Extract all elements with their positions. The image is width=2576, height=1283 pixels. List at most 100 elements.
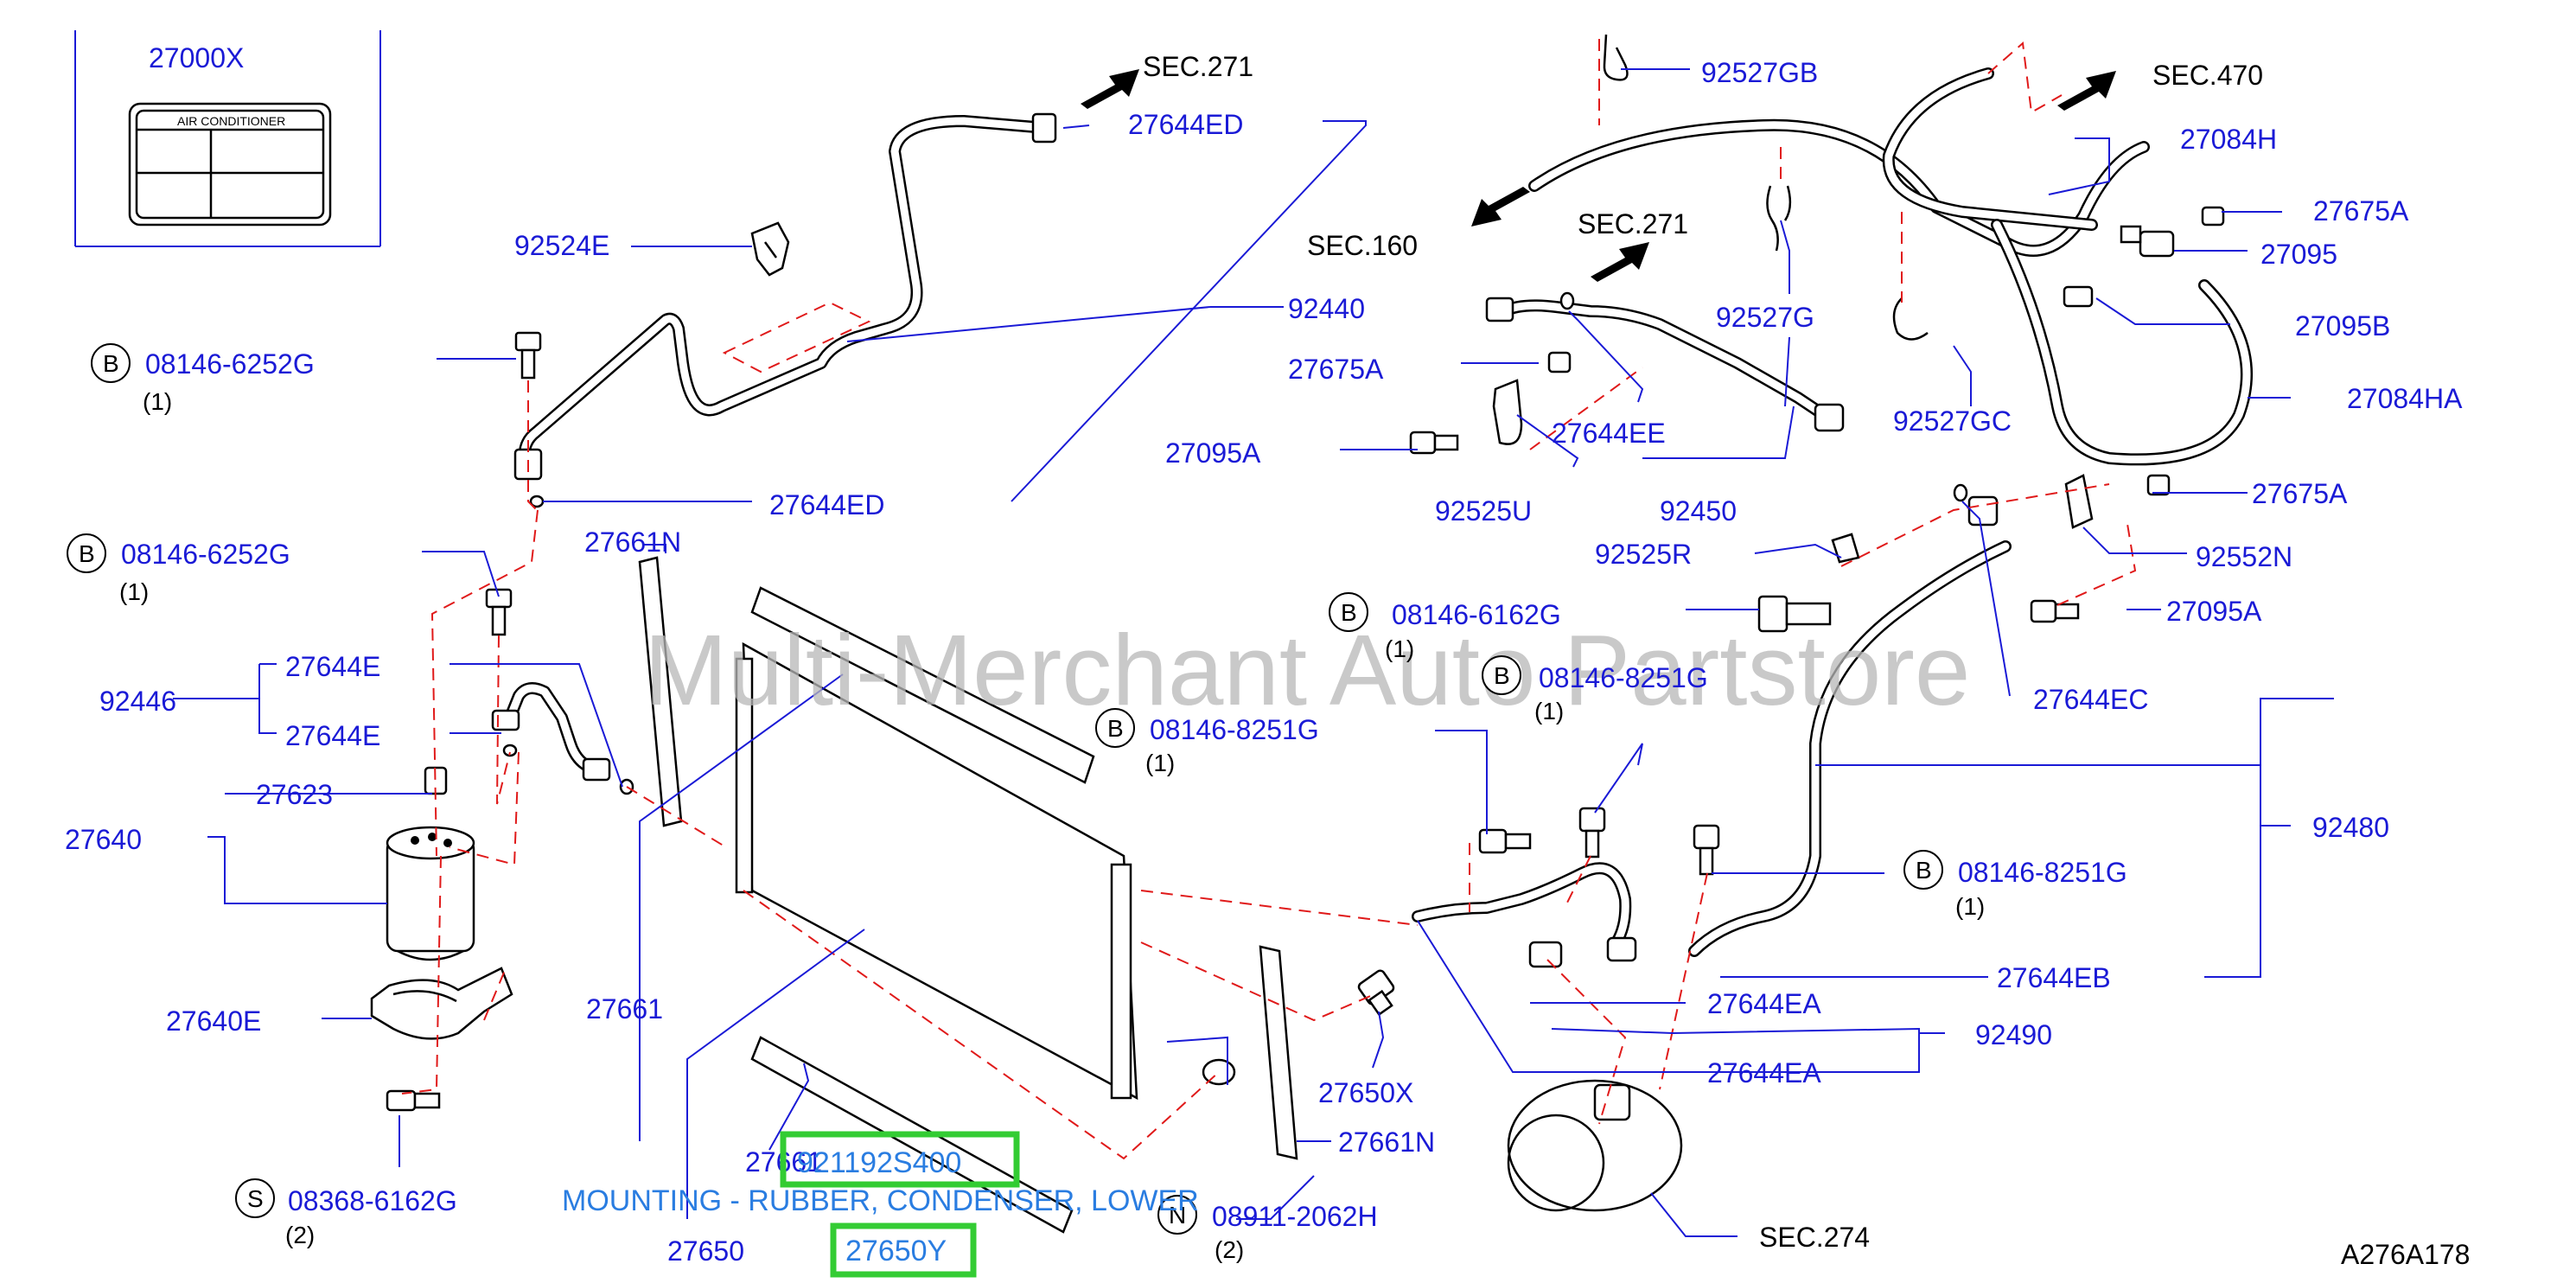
oring-27644E xyxy=(502,744,518,757)
arrow-sec160 xyxy=(1471,187,1530,227)
sec271-mid[interactable]: SEC.271 xyxy=(1578,208,1688,239)
label-27661[interactable]: 27661 xyxy=(586,993,663,1024)
highlight-box-ref xyxy=(830,1222,977,1278)
sec271-top[interactable]: SEC.271 xyxy=(1143,51,1253,82)
label-92446[interactable]: 92446 xyxy=(99,686,176,717)
label-27650X[interactable]: 27650X xyxy=(1318,1077,1413,1108)
highlight-part-no[interactable]: 921192S400 xyxy=(797,1146,961,1179)
label-27084HA[interactable]: 27084HA xyxy=(2347,383,2463,414)
label-27644EE[interactable]: 27644EE xyxy=(1552,418,1666,449)
qty-q2: (1) xyxy=(119,578,149,605)
label-27644EA-a[interactable]: 27644EA xyxy=(1707,988,1821,1019)
bolt-27095A-a xyxy=(1409,431,1459,455)
label-92527GB[interactable]: 92527GB xyxy=(1701,57,1818,88)
label-08146-6252G-a[interactable]: 08146-6252G xyxy=(145,348,315,380)
circle-n1: N xyxy=(1169,1202,1186,1229)
label-27675A-c[interactable]: 27675A xyxy=(2252,478,2348,509)
label-08146-6252G-b[interactable]: 08146-6252G xyxy=(121,539,290,570)
label-27675A-a[interactable]: 27675A xyxy=(2313,195,2409,227)
compressor xyxy=(1507,1079,1683,1212)
watermark: Multi-Merchant Auto Partstore xyxy=(644,614,1970,726)
circle-b3: B xyxy=(1341,599,1357,626)
clip-92525R xyxy=(1831,533,1860,564)
highlight-ref[interactable]: 27650Y xyxy=(845,1235,947,1267)
label-92527GC[interactable]: 92527GC xyxy=(1893,405,2012,437)
dashed-connectors xyxy=(401,39,2137,1160)
circled-letters: B B B B B B S N xyxy=(67,343,1943,1235)
label-08146-8251G-c[interactable]: 08146-8251G xyxy=(1958,857,2127,888)
label-box: 27000X AIR CONDITIONER xyxy=(74,30,381,247)
label-27095B[interactable]: 27095B xyxy=(2295,310,2390,341)
hose-27084H xyxy=(1528,67,2150,257)
qty-q3: (1) xyxy=(1385,635,1414,662)
label-08368-6162G[interactable]: 08368-6162G xyxy=(288,1185,457,1216)
highlight-box-part-no xyxy=(780,1131,1020,1188)
sec470[interactable]: SEC.470 xyxy=(2152,60,2263,91)
label-92525R[interactable]: 92525R xyxy=(1595,539,1692,570)
qty-q4: (1) xyxy=(1534,698,1564,724)
pipe-92446 xyxy=(491,682,611,782)
label-92524E[interactable]: 92524E xyxy=(514,230,609,261)
label-27640E[interactable]: 27640E xyxy=(166,1005,261,1037)
label-27084H[interactable]: 27084H xyxy=(2180,124,2277,155)
label-27675A-b[interactable]: 27675A xyxy=(1288,354,1384,385)
label-92527G[interactable]: 92527G xyxy=(1716,302,1814,333)
label-08146-6162G[interactable]: 08146-6162G xyxy=(1392,599,1561,630)
pipe-92440 xyxy=(513,112,1057,481)
clip-92524E xyxy=(750,221,790,277)
label-27623[interactable]: 27623 xyxy=(256,779,333,810)
qty-q1: (1) xyxy=(143,388,172,415)
label-27640[interactable]: 27640 xyxy=(65,824,142,855)
label-27644ED-top[interactable]: 27644ED xyxy=(1128,109,1243,140)
bolt-27675A-c xyxy=(2146,474,2171,496)
bolt-08146-6252G-a xyxy=(514,331,542,380)
label-92480[interactable]: 92480 xyxy=(2312,812,2389,843)
bolt-27675A-a xyxy=(2201,206,2225,227)
label-08146-8251G-b[interactable]: 08146-8251G xyxy=(1150,714,1319,745)
label-27644ED-mid[interactable]: 27644ED xyxy=(769,489,884,520)
label-92525U[interactable]: 92525U xyxy=(1435,495,1532,527)
clamp-92525U xyxy=(1492,379,1523,445)
circle-b6: B xyxy=(1916,857,1932,884)
label-08146-8251G-a[interactable]: 08146-8251G xyxy=(1539,662,1708,693)
qty-q6: (1) xyxy=(1955,893,1985,920)
label-92450[interactable]: 92450 xyxy=(1660,495,1737,527)
pipe-92450 xyxy=(1485,291,1845,432)
label-27095A-a[interactable]: 27095A xyxy=(1165,437,1261,469)
bolts-08146-8251G xyxy=(1478,807,1720,876)
sensor-27095 xyxy=(2063,206,2225,308)
qty-q8: (2) xyxy=(1215,1236,1244,1263)
sec160[interactable]: SEC.160 xyxy=(1307,230,1418,261)
label-92552N[interactable]: 92552N xyxy=(2196,541,2292,572)
circle-b4: B xyxy=(1494,662,1510,689)
label-27661N-top[interactable]: 27661N xyxy=(584,527,681,558)
label-27644EC[interactable]: 27644EC xyxy=(2033,684,2148,715)
hose-92490 xyxy=(1412,862,1637,968)
label-27095[interactable]: 27095 xyxy=(2260,239,2337,270)
label-27644E-a[interactable]: 27644E xyxy=(285,651,380,682)
label-27661N-low[interactable]: 27661N xyxy=(1338,1127,1435,1158)
label-27650[interactable]: 27650 xyxy=(667,1235,744,1267)
qty-q7: (2) xyxy=(285,1222,315,1248)
hose-27084HA xyxy=(1991,219,2253,466)
label-27000X[interactable]: 27000X xyxy=(149,42,244,73)
sec274[interactable]: SEC.274 xyxy=(1759,1222,1870,1253)
bolt-27095B xyxy=(2063,285,2094,308)
nut-08911-2062H xyxy=(1202,1058,1236,1086)
label-92490[interactable]: 92490 xyxy=(1975,1019,2052,1050)
label-08911-2062H[interactable]: 08911-2062H xyxy=(1212,1201,1378,1232)
circle-b5: B xyxy=(1107,715,1124,742)
circle-b1: B xyxy=(103,350,119,377)
label-27095A-b[interactable]: 27095A xyxy=(2166,596,2262,627)
label-box-heading: AIR CONDITIONER xyxy=(177,114,285,128)
arrow-sec470 xyxy=(2057,71,2116,111)
bolt-08146-6252G-b xyxy=(485,588,513,636)
label-27644E-b[interactable]: 27644E xyxy=(285,720,380,751)
bolt-27095A-b xyxy=(2030,599,2080,623)
sec-arrows xyxy=(1081,69,2116,282)
label-27644EA-b[interactable]: 27644EA xyxy=(1707,1057,1821,1088)
label-27644EB[interactable]: 27644EB xyxy=(1997,962,2111,993)
label-92440[interactable]: 92440 xyxy=(1288,293,1365,324)
qty-q5: (1) xyxy=(1145,750,1175,776)
